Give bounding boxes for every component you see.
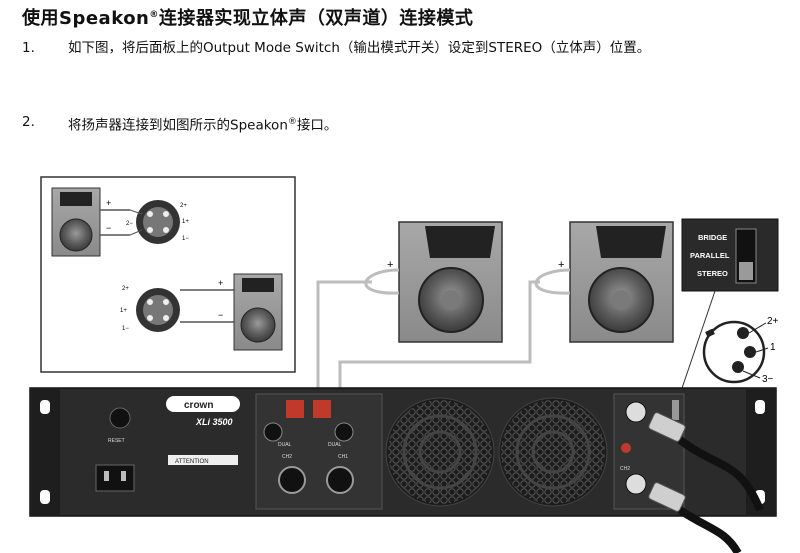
step-text: 将扬声器连接到如图所示的Speakon®接口。 [68,117,338,134]
xlr-cables [648,412,764,553]
pinout-inset: + − 2+ 1+ 1− 2− + − 2+ 1+ 1− [40,176,296,373]
switch-label-stereo: STEREO [697,269,728,278]
pin-label: 1− [122,326,129,332]
speakon-connector-icon [129,200,180,244]
step-text: 如下图，将后面板上的Output Mode Switch（输出模式开关）设定到S… [68,40,651,56]
inset-speaker-2 [233,273,283,351]
plus-label: + [387,259,393,271]
switch-label-parallel: PARALLEL [690,251,730,260]
dual-label: DUAL [278,442,292,448]
speaker-left [398,221,503,343]
plus-label: + [558,259,564,271]
pin-label: 1+ [120,308,127,314]
page-title: 使用Speakon®连接器实现立体声（双声道）连接模式 [22,8,474,29]
ch1-label: CH1 [338,454,348,460]
output-mode-switch-inset: BRIDGE PARALLEL STEREO [681,218,779,292]
brand-logo: crown [184,400,213,411]
reset-label: RESET [108,438,125,444]
speakon-connector-icon [136,288,180,332]
minus-label: − [218,310,223,320]
model-label: XLi 3500 [195,417,233,427]
minus-label: − [106,223,111,233]
fan-grill-left [385,397,495,507]
pin-label: 1+ [182,219,189,225]
inset-speaker-1 [51,187,101,257]
plus-label: + [106,198,111,208]
step-number: 2. [22,114,35,130]
switch-knob [739,262,753,280]
step-number: 1. [22,40,35,56]
ch2-label: CH2 [282,454,292,460]
xlr-pin-2: 2+ [767,316,779,327]
xlr-pin-1: 1 [770,342,776,353]
pin-label: 2+ [180,203,187,209]
switch-label-bridge: BRIDGE [698,233,727,242]
speaker-right [569,221,674,343]
xlr-pin-3: 3− [762,374,774,385]
plus-label: + [218,278,223,288]
pin-label: 2+ [122,286,129,292]
attention-label: ATTENTION [175,459,209,465]
dual-label: DUAL [328,442,342,448]
pin-label: 2− [126,221,133,227]
ch2-input-label: CH2 [620,466,630,472]
fan-grill-right [498,397,608,507]
xlr-pinout: 2+ 1 3− [702,316,779,385]
pin-label: 1− [182,236,189,242]
